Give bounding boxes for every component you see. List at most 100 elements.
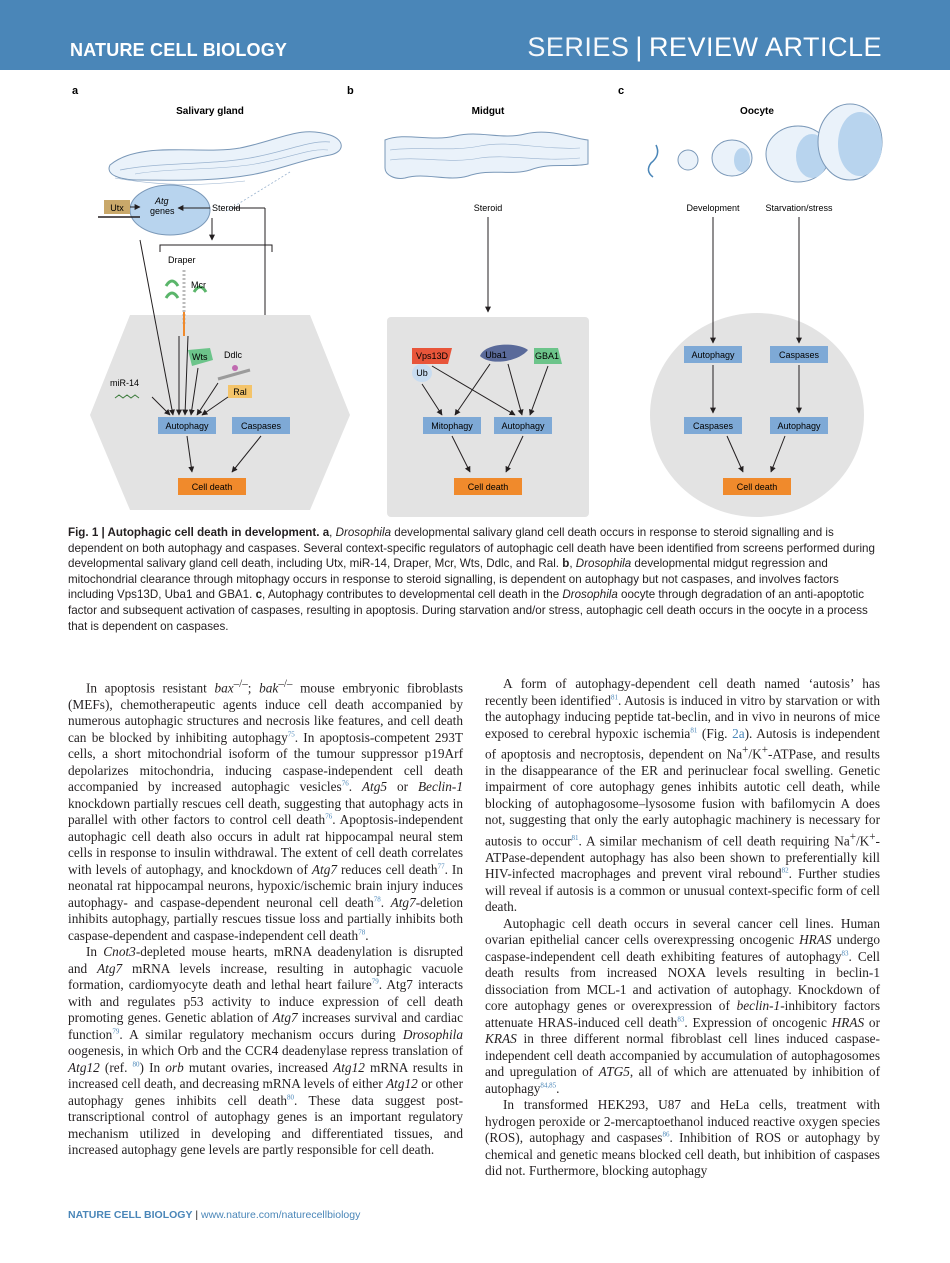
autophagy-c1-label: Autophagy: [691, 350, 735, 360]
ddlc-label: Ddlc: [224, 350, 243, 360]
caption-b-letter: b: [562, 557, 570, 571]
series-word: SERIES: [527, 32, 630, 62]
header-banner: NATURE CELL BIOLOGY SERIES|REVIEW ARTICL…: [0, 0, 950, 70]
panel-c-title: Oocyte: [740, 106, 774, 117]
figure-svg: a Salivary gland Utx Atg genes Steroid D…: [72, 85, 883, 517]
caspases-box-a: [232, 417, 290, 434]
mitophagy-b-label: Mitophagy: [431, 421, 473, 431]
reference-link[interactable]: 81: [690, 726, 698, 735]
series-divider: |: [635, 32, 643, 62]
cell-death-box-a: [178, 478, 246, 495]
autophagy-box-c2: [770, 417, 828, 434]
reference-link[interactable]: 79: [371, 978, 379, 986]
caption-label: Fig. 1 | Autophagic cell death in develo…: [68, 526, 320, 539]
mir14-label: miR-14: [110, 378, 139, 388]
caspases-a-label: Caspases: [241, 421, 282, 431]
caspases-box-c2: [684, 417, 742, 434]
panel-c-letter: c: [618, 85, 624, 97]
atg-label: Atg: [154, 196, 169, 206]
journal-name: NATURE CELL BIOLOGY: [70, 40, 288, 60]
mitophagy-box-b: [423, 417, 481, 434]
uba1-label: Uba1: [485, 350, 507, 360]
footer-url[interactable]: www.nature.com/naturecellbiology: [201, 1209, 361, 1221]
wts-shape: [188, 348, 213, 366]
reference-link[interactable]: 79: [112, 1027, 120, 1036]
caption-text: ,: [569, 557, 576, 571]
figure-1: a Salivary gland Utx Atg genes Steroid D…: [60, 80, 890, 520]
footer-separator: |: [192, 1209, 202, 1221]
series-label: SERIES|REVIEW ARTICLE: [527, 32, 882, 63]
panel-b-letter: b: [347, 85, 354, 97]
caption-a-letter: a: [322, 526, 330, 539]
utx-label: Utx: [110, 203, 124, 213]
steroid-a-label: Steroid: [212, 203, 241, 213]
autophagy-b-label: Autophagy: [501, 421, 545, 431]
caption-italic: Drosophila: [335, 526, 392, 539]
caspases-box-c1: [770, 346, 828, 363]
caspases-c1-label: Caspases: [779, 350, 820, 360]
genes-label: genes: [150, 206, 175, 216]
steroid-b-label: Steroid: [474, 203, 503, 213]
autophagy-box-c1: [684, 346, 742, 363]
gba1-shape: [534, 348, 562, 364]
reference-link[interactable]: 83: [841, 949, 849, 958]
reference-link[interactable]: 84,85: [540, 1081, 557, 1090]
paragraph: Autophagic cell death occurs in several …: [485, 915, 881, 1096]
mir14-icon: [114, 394, 140, 399]
autophagy-a-label: Autophagy: [165, 421, 209, 431]
salivary-hexagon: [90, 315, 350, 510]
cell-death-c-label: Cell death: [737, 482, 778, 492]
oocyte-illustration: [647, 103, 883, 183]
reference-link[interactable]: 81: [571, 833, 579, 842]
gba1-label: GBA1: [535, 351, 559, 361]
caption-text: ,: [329, 526, 336, 539]
paragraph: In apoptosis resistant bax–/–; bak–/– mo…: [68, 678, 464, 943]
reference-link[interactable]: 76: [341, 780, 349, 788]
reference-link[interactable]: 78: [373, 895, 381, 904]
vps13d-label: Vps13D: [416, 351, 449, 361]
body-column-left: In apoptosis resistant bax–/–; bak–/– mo…: [68, 676, 463, 1159]
cell-death-box-c: [723, 478, 791, 495]
oocyte-circle: [650, 313, 864, 517]
page-footer: NATURE CELL BIOLOGY | www.nature.com/nat…: [68, 1209, 360, 1221]
ral-label: Ral: [233, 387, 247, 397]
salivary-gland-illustration: [108, 131, 342, 185]
reference-link[interactable]: 76: [325, 813, 333, 821]
reference-link[interactable]: 75: [287, 730, 295, 739]
paragraph: In Cnot3-depleted mouse hearts, mRNA dea…: [68, 944, 464, 1158]
caption-text: developmental midgut regression and mito…: [68, 557, 839, 602]
caption-italic: Drosophila: [575, 557, 632, 571]
cell-death-a-label: Cell death: [192, 482, 233, 492]
reference-link[interactable]: 83: [677, 1015, 685, 1024]
uba1-shape: [480, 344, 528, 362]
autophagy-box-b: [494, 417, 552, 434]
figure-caption: Fig. 1 | Autophagic cell death in develo…: [68, 525, 883, 634]
cell-death-box-b: [454, 478, 522, 495]
autophagy-box-a: [158, 417, 216, 434]
figure-link[interactable]: 2a: [732, 725, 745, 741]
ub-label: Ub: [416, 368, 428, 378]
wts-label: Wts: [192, 352, 208, 362]
reference-link[interactable]: 77: [437, 862, 445, 871]
reference-link[interactable]: 82: [781, 866, 789, 875]
midgut-illustration: [384, 131, 589, 179]
reference-link[interactable]: 86: [662, 1130, 670, 1139]
panel-b-title: Midgut: [472, 106, 505, 117]
reference-link[interactable]: 80: [132, 1060, 140, 1069]
ddlc-icon: [217, 368, 251, 381]
draper-label: Draper: [168, 255, 196, 265]
utx-box: [104, 200, 130, 214]
reference-link[interactable]: 80: [287, 1093, 295, 1102]
caption-text: oocyte through degradation of an anti-ap…: [68, 588, 868, 633]
cell-death-b-label: Cell death: [468, 482, 509, 492]
reference-link[interactable]: 78: [358, 928, 366, 937]
caption-text: developmental salivary gland cell death …: [68, 526, 875, 571]
reference-link[interactable]: 81: [610, 693, 618, 702]
caption-text: , Autophagy contributes to developmental…: [262, 588, 563, 602]
article-type: REVIEW ARTICLE: [648, 32, 882, 62]
paragraph: A form of autophagy-dependent cell death…: [485, 676, 881, 915]
caption-c-letter: c: [255, 588, 263, 602]
footer-journal: NATURE CELL BIOLOGY: [68, 1209, 193, 1221]
mcr-label: Mcr: [191, 280, 206, 290]
midgut-panel-box: [387, 317, 589, 517]
